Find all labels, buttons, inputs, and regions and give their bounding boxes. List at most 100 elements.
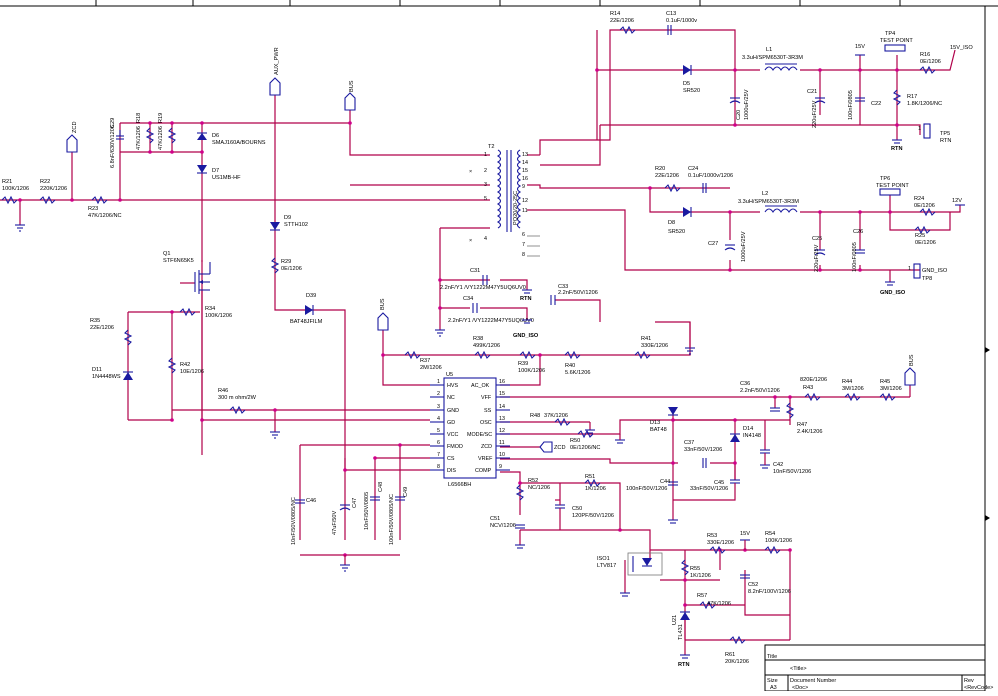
capacitor-C22[interactable]: C22 100nF/0805	[848, 90, 881, 120]
capacitor-C31[interactable]: C31 2.2nF/Y1 /VY1222M47Y5UQ6UV0	[440, 268, 526, 291]
resistor-R40[interactable]: R40 5.6K/1206	[564, 350, 591, 376]
svg-text:MODE/SC: MODE/SC	[467, 432, 492, 438]
capacitor-C36[interactable]: C36 2.2nF/50V/1206	[740, 381, 780, 412]
capacitor-C20[interactable]: C20 1000uF/25V	[729, 89, 750, 120]
diode-D11[interactable]: D11 1N4448WS	[92, 367, 133, 380]
capacitor-C44[interactable]: C44 100nF/50V/1206	[626, 479, 678, 492]
capacitor-C45[interactable]: C45 33nF/50V/1206	[690, 479, 740, 492]
inductor-L2[interactable]: L2 3.3uH/SPM6530T-3R3M	[738, 191, 799, 213]
port-zcd-2[interactable]: ZCD	[539, 441, 566, 453]
power-15v-2: 15V	[740, 531, 750, 550]
capacitor-C27[interactable]: C27 1000uF/25V	[708, 231, 747, 262]
resistor-R43[interactable]: 820E/1206 R43	[800, 377, 827, 402]
capacitor-C46[interactable]: C46 10nF/50V/0805/NC	[291, 497, 316, 545]
inductor-L1[interactable]: L1 3.3uH/SPM6530T-3R3M	[742, 47, 803, 71]
testpoint-TP4[interactable]: TP4 TEST POINT	[880, 31, 913, 52]
value-label: 100nF/50V/0805/NC	[389, 494, 395, 545]
resistor-R61[interactable]: R61 20K/1206	[725, 635, 749, 665]
testpoint-TP8[interactable]: 1 GND_ISO TP8	[908, 263, 948, 282]
capacitor-C29[interactable]: 6.8nF/630V/1206 C29	[110, 118, 124, 168]
diode-D7[interactable]: D7 US1MB-HF	[197, 165, 241, 181]
ref-label: C51	[490, 516, 500, 522]
resistor-R14[interactable]: R14 22E/1206	[610, 11, 636, 35]
diode-D9[interactable]: D9 STTH102	[270, 215, 308, 231]
resistor-R57[interactable]: R57 47K/1206	[697, 593, 731, 610]
resistor-R51[interactable]: R51 1K/1206	[584, 474, 606, 492]
pin-number: 9	[522, 184, 525, 190]
testpoint-TP6[interactable]: TP6 TEST POINT	[876, 176, 909, 196]
port-zcd[interactable]: ZCD	[66, 122, 78, 153]
capacitor-C33[interactable]: C33 2.2nF/50V/1206	[550, 284, 598, 305]
diode-D14[interactable]: D14 IN4148	[730, 426, 761, 442]
resistor-R34[interactable]: R34 100K/1206	[179, 306, 232, 319]
capacitor-C42[interactable]: C42 10nF/50V/1206	[760, 449, 811, 475]
capacitor-C24[interactable]: C24 0.1uF/1000v/1206	[688, 166, 733, 193]
capacitor-C34[interactable]: C34 2.2nF/Y1 /VY1222M47Y5UQ6UV0	[448, 296, 534, 324]
resistor-R38[interactable]: R38 499K/1206	[473, 336, 500, 360]
resistor-R29[interactable]: R29 0E/1206	[270, 257, 302, 274]
ref-label: R19	[158, 113, 164, 123]
capacitor-C51[interactable]: C51 NCV/1206	[490, 516, 525, 529]
resistor-R21[interactable]: R21 100K/1206	[1, 179, 29, 205]
resistor-R18[interactable]: 47K/1206 R18	[136, 113, 155, 150]
resistor-R41[interactable]: R41 330E/1206	[634, 336, 668, 360]
capacitor-C47[interactable]: C47 47uF/50V	[332, 498, 358, 535]
resistor-R17[interactable]: R17 1.8K/1206/NC	[892, 89, 942, 107]
ref-label: R50	[570, 438, 580, 444]
resistor-R16[interactable]: R16 0E/1206	[919, 52, 941, 75]
resistor-R35[interactable]: R35 22E/1206	[90, 318, 133, 346]
optocoupler-ISO1[interactable]: ISO1 LTV817	[597, 552, 663, 576]
port-bus-right[interactable]: BUS	[904, 354, 916, 386]
svg-text:×: ×	[469, 169, 472, 175]
diode-D6[interactable]: D6 SMAJ160A/BOURNS	[197, 132, 266, 146]
mosfet-Q1[interactable]: Q1 STF6N65K5	[163, 251, 211, 294]
capacitor-C49[interactable]: C49 100nF/50V/0805/NC	[389, 487, 409, 545]
shunt-regulator-U21[interactable]: U21 TL431	[672, 611, 690, 640]
resistor-R47[interactable]: R47 2.4K/1206	[785, 402, 823, 435]
capacitor-C48[interactable]: C48 10nF/50V/0805	[364, 482, 384, 530]
ref-label: D8	[668, 220, 675, 226]
capacitor-C13[interactable]: C13 0.1uF/1000v	[666, 11, 697, 35]
resistor-R55[interactable]: R55 1K/1206	[680, 559, 711, 579]
port-aux-pwr[interactable]: AUX_PWR	[269, 47, 281, 96]
capacitor-C50[interactable]: C50 120PF/50V/1206	[555, 504, 614, 519]
resistor-R46[interactable]: R46 300 m ohm/2W	[218, 388, 257, 415]
capacitor-C21[interactable]: C21 220uF/25V	[807, 89, 826, 128]
resistor-R54[interactable]: R54 100K/1206	[764, 531, 792, 555]
resistor-R48[interactable]: R48 37K/1206	[530, 413, 571, 427]
resistor-R20[interactable]: R20 22E/1206	[655, 166, 681, 193]
value-label: 22E/1206	[610, 18, 634, 24]
diode-D5[interactable]: D5 SR520	[683, 65, 700, 94]
resistor-R25[interactable]: R25 0E/1206	[914, 225, 936, 246]
pin-number: 4	[484, 236, 487, 242]
capacitor-C37[interactable]: C37 33nF/50V/1206	[684, 440, 722, 468]
title-value: <Title>	[790, 666, 807, 672]
resistor-R24[interactable]: R24 0E/1206	[914, 196, 936, 217]
svg-text:VREF: VREF	[478, 456, 493, 462]
capacitor-C25[interactable]: C25 220uF/25V	[812, 236, 826, 272]
resistor-R53[interactable]: R53 330E/1206	[707, 533, 734, 555]
testpoint-TP5[interactable]: 1 TP5 RTN	[918, 123, 951, 144]
capacitor-C26[interactable]: C26 100nF/0805	[852, 229, 865, 272]
port-bus-mid[interactable]: BUS	[377, 298, 389, 331]
resistor-R39[interactable]: R39 100K/1206	[518, 350, 545, 374]
diode-D39[interactable]: D39 BAT48JFILM	[290, 293, 323, 325]
port-bus-top[interactable]: BUS	[344, 80, 356, 111]
resistor-R19[interactable]: 47K/1206 R19	[158, 113, 177, 150]
value-label: 1K/1206	[690, 573, 711, 579]
resistor-R42[interactable]: R42 10E/1206	[167, 357, 204, 375]
resistor-R50[interactable]: R50 0E/1206/NC	[570, 429, 600, 451]
value-label: 300 m ohm/2W	[218, 395, 257, 401]
resistor-R45[interactable]: R45 3M/1206	[879, 379, 902, 402]
transformer-T2[interactable]: T2 PQ20/20-25C 1 2 3 5 4 13 14 15 16 9 1…	[469, 144, 540, 258]
svg-text:11: 11	[499, 440, 505, 446]
resistor-R52[interactable]: R52 NC/1206	[515, 478, 550, 501]
diode-D8[interactable]: D8 SR520	[668, 207, 692, 235]
resistor-R37[interactable]: R37 2M/1206	[404, 350, 442, 371]
resistor-R22[interactable]: R22 220K/1206	[39, 179, 67, 205]
capacitor-C52[interactable]: C52 8.2nF/100V/1206	[740, 574, 791, 595]
diode-D13[interactable]: D13 BAT48	[650, 407, 678, 433]
resistor-R23[interactable]: R23 47K/1206/NC	[88, 195, 122, 219]
resistor-R44[interactable]: R44 3M/1206	[842, 379, 864, 402]
